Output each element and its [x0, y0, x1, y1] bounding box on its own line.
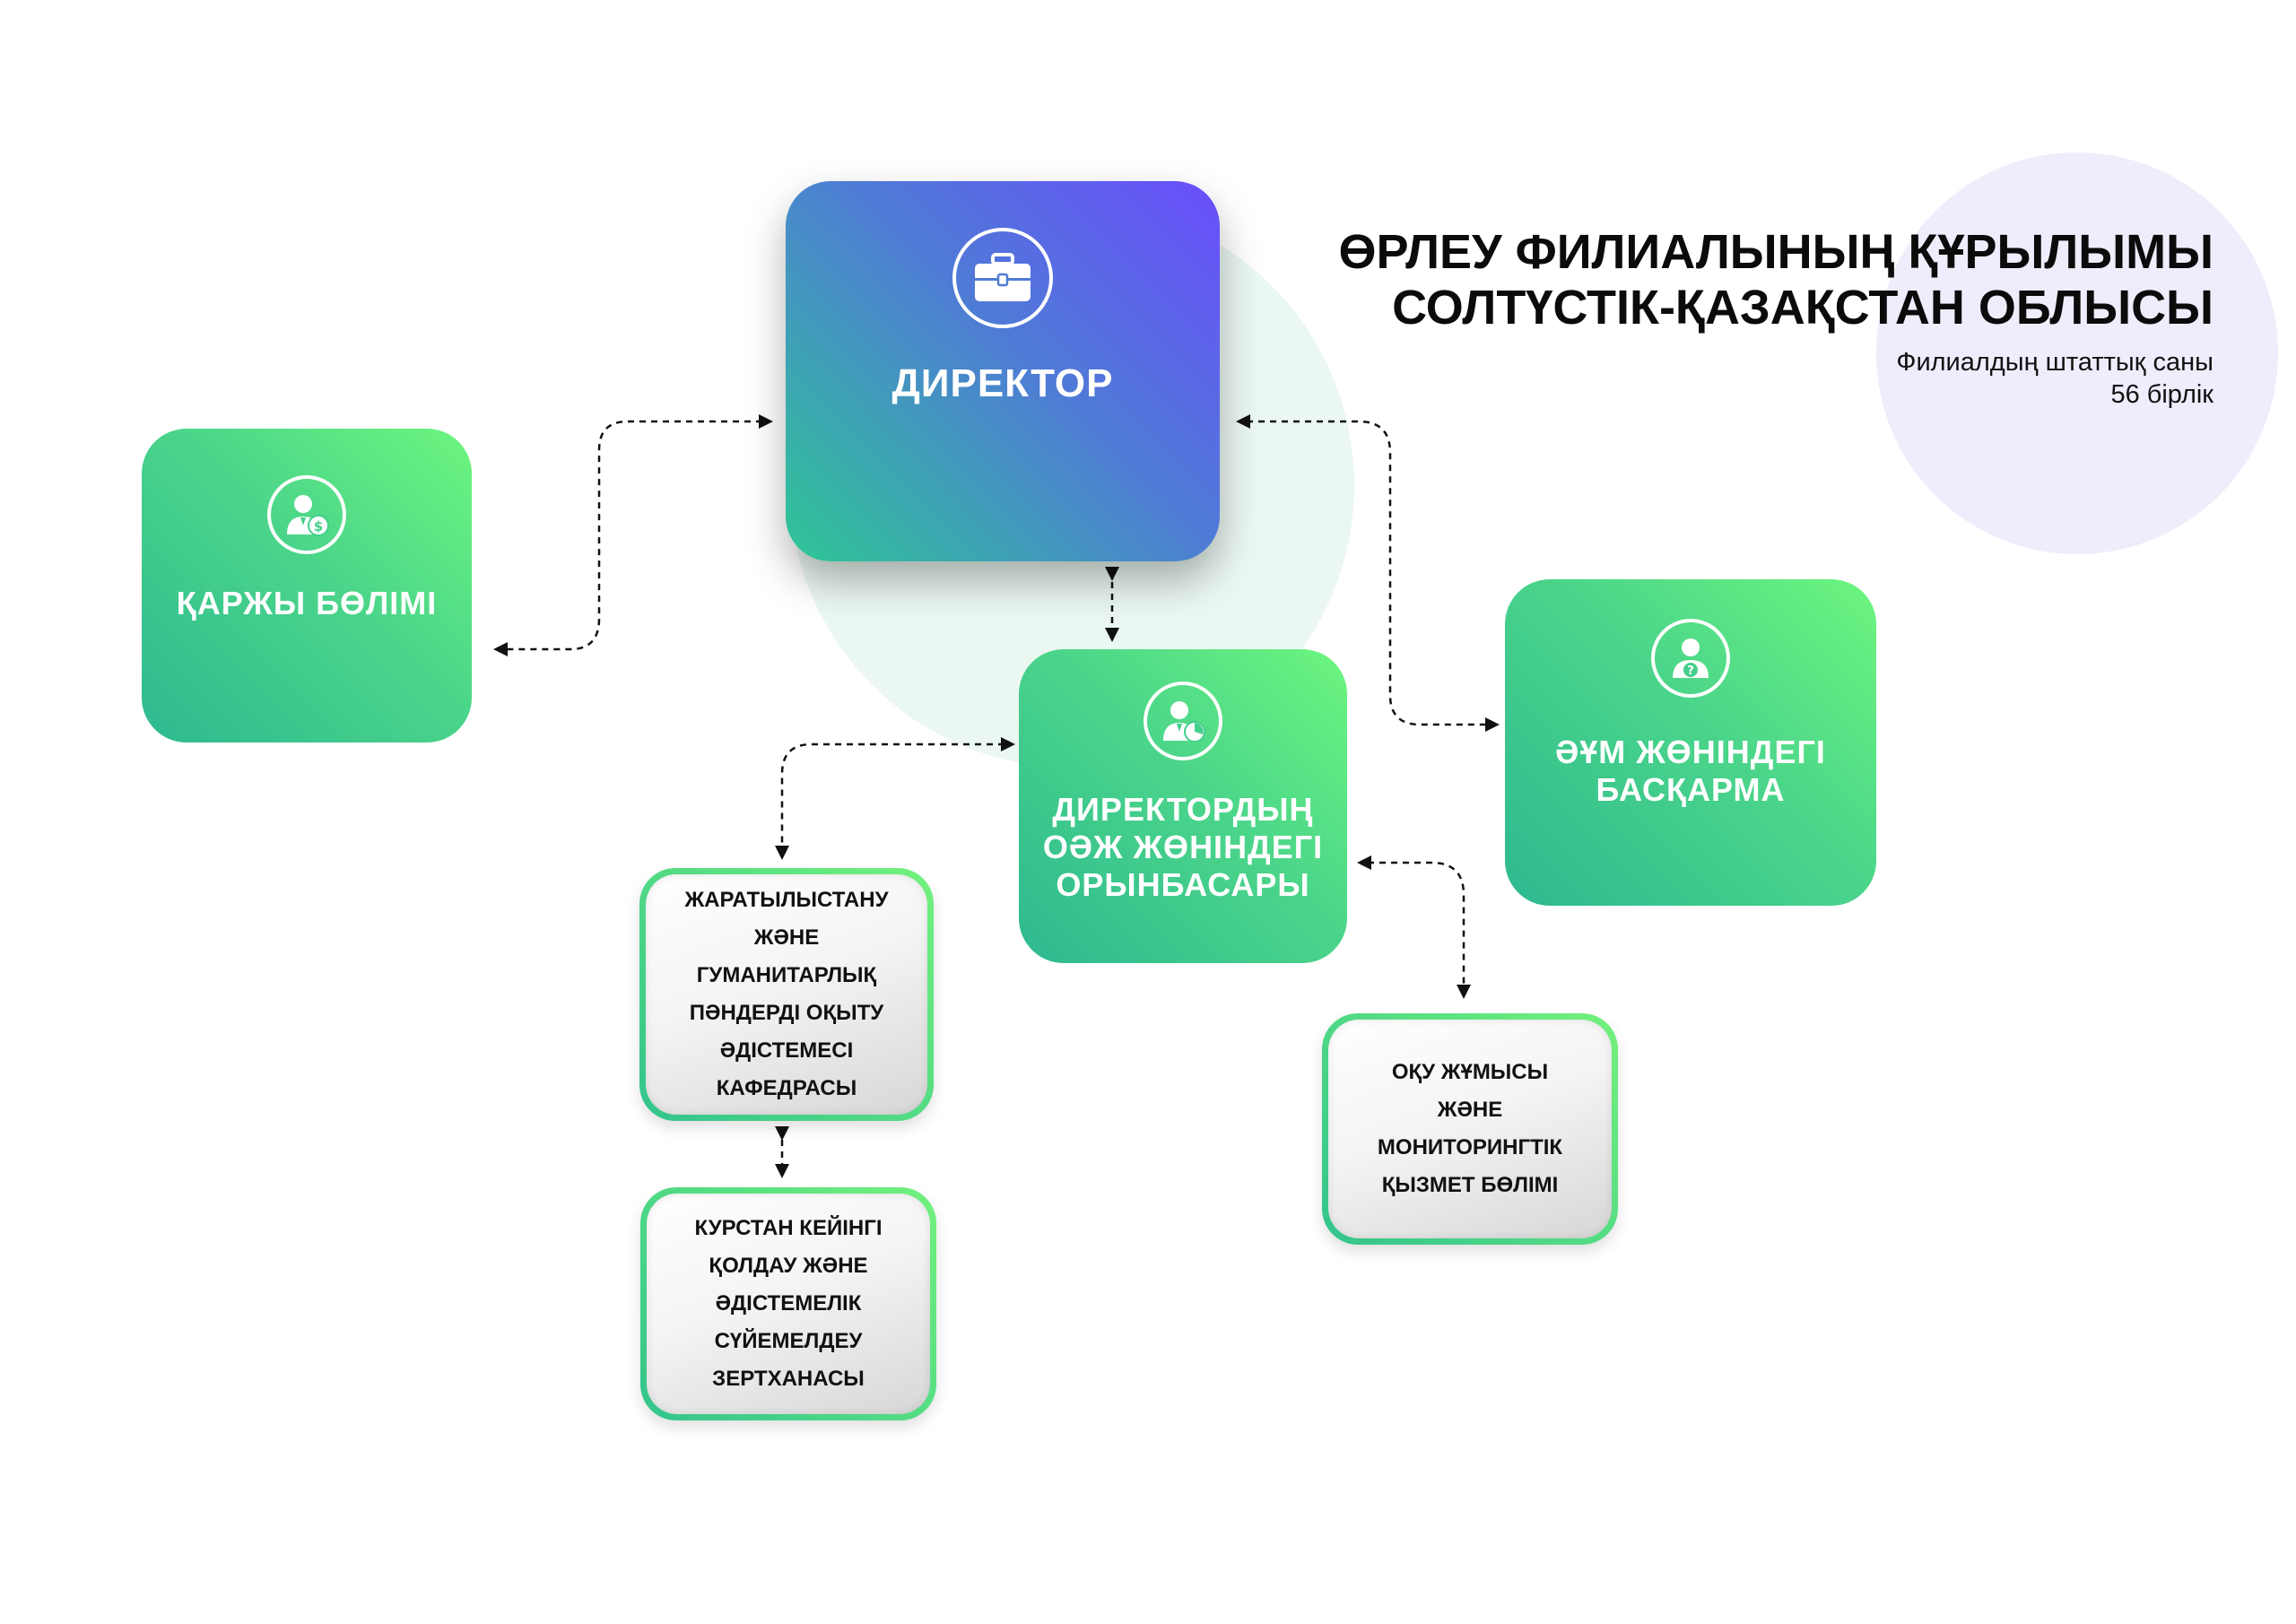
- arrowhead-deputy-top: [1105, 628, 1119, 642]
- deputy-node: ДИРЕКТОРДЫҢ ОӘЖ ЖӨНІНДЕГІ ОРЫНБАСАРЫ: [1019, 649, 1347, 963]
- connector-director-finance: [508, 420, 762, 651]
- diagram-subtitle: СОЛТҮСТІК-ҚАЗАҚСТАН ОБЛЫСЫ: [1392, 281, 2213, 334]
- monitoring-line3: МОНИТОРИНГТІК: [1377, 1135, 1563, 1159]
- analytics-person-icon: [1144, 682, 1222, 760]
- arrowhead-deputy-left: [1001, 737, 1015, 751]
- department-line2: ЖӘНЕ: [753, 925, 820, 950]
- lab-node: КУРСТАН КЕЙІНГІ ҚОЛДАУ ЖӘНЕ ӘДІСТЕМЕЛІК …: [640, 1187, 936, 1420]
- arrowhead-finance: [493, 642, 508, 656]
- arrowhead-deputy-right: [1357, 855, 1371, 870]
- director-label: ДИРЕКТОР: [891, 361, 1114, 405]
- arrowhead-department-bottom: [775, 1126, 789, 1141]
- monitoring-line1: ОҚУ ЖҰМЫСЫ: [1391, 1060, 1549, 1084]
- department-line6: КАФЕДРАСЫ: [716, 1076, 857, 1100]
- arrowhead-director-top: [1105, 567, 1119, 581]
- lab-line1: КУРСТАН КЕЙІНГІ: [694, 1216, 883, 1240]
- arrowhead-admin: [1485, 717, 1500, 732]
- staff-count: 56 бірлік: [2110, 380, 2213, 409]
- finance-label: ҚАРЖЫ БӨЛІМІ: [176, 585, 438, 621]
- department-node: ЖАРАТЫЛЫСТАНУ ЖӘНЕ ГУМАНИТАРЛЫҚ ПӘНДЕРДІ…: [639, 868, 934, 1121]
- deputy-label-line3: ОРЫНБАСАРЫ: [1056, 866, 1310, 903]
- monitoring-node: ОҚУ ЖҰМЫСЫ ЖӘНЕ МОНИТОРИНГТІК ҚЫЗМЕТ БӨЛ…: [1322, 1013, 1618, 1245]
- arrowhead-lab: [775, 1164, 789, 1178]
- staff-label: Филиалдың штаттық саны: [1896, 348, 2213, 377]
- director-node: ДИРЕКТОР: [786, 181, 1220, 561]
- briefcase-icon: [952, 228, 1053, 328]
- svg-text:?: ?: [1687, 664, 1694, 678]
- department-line1: ЖАРАТЫЛЫСТАНУ: [684, 888, 889, 912]
- monitoring-line2: ЖӘНЕ: [1437, 1098, 1503, 1122]
- monitoring-box: ОҚУ ЖҰМЫСЫ ЖӘНЕ МОНИТОРИНГТІК ҚЫЗМЕТ БӨЛ…: [1328, 1020, 1612, 1238]
- decor-circle-lavender: [1876, 152, 2278, 554]
- department-line5: ӘДІСТЕМЕСІ: [719, 1038, 854, 1063]
- monitoring-line4: ҚЫЗМЕТ БӨЛІМІ: [1381, 1173, 1559, 1197]
- deputy-label-line1: ДИРЕКТОРДЫҢ: [1052, 791, 1314, 828]
- department-line4: ПӘНДЕРДІ ОҚЫТУ: [689, 1001, 884, 1025]
- arrowhead-director-left: [759, 414, 773, 429]
- admin-label-line2: БАСҚАРМА: [1596, 771, 1786, 808]
- admin-node: ? ӘҰМ ЖӨНІНДЕГІ БАСҚАРМА: [1505, 579, 1876, 906]
- connector-director-admin: [1247, 420, 1489, 726]
- lab-line5: ЗЕРТХАНАСЫ: [712, 1367, 865, 1391]
- lab-box: КУРСТАН КЕЙІНГІ ҚОЛДАУ ЖӘНЕ ӘДІСТЕМЕЛІК …: [647, 1194, 930, 1414]
- deputy-label-line2: ОӘЖ ЖӨНІНДЕГІ: [1042, 829, 1324, 865]
- finance-node: $ ҚАРЖЫ БӨЛІМІ: [142, 429, 472, 743]
- svg-text:$: $: [314, 518, 323, 534]
- admin-label-line1: ӘҰМ ЖӨНІНДЕГІ: [1555, 734, 1826, 770]
- title-block: ӨРЛЕУ ФИЛИАЛЫНЫҢ ҚҰРЫЛЫМЫ СОЛТҮСТІК-ҚАЗА…: [1339, 224, 2213, 411]
- finance-person-icon: $: [267, 475, 346, 554]
- connector-deputy-monitoring: [1368, 861, 1465, 986]
- lab-line4: СҮЙЕМЕЛДЕУ: [714, 1329, 863, 1353]
- support-person-icon: ?: [1651, 619, 1730, 698]
- department-box: ЖАРАТЫЛЫСТАНУ ЖӘНЕ ГУМАНИТАРЛЫҚ ПӘНДЕРДІ…: [646, 874, 927, 1115]
- lab-line2: ҚОЛДАУ ЖӘНЕ: [709, 1254, 868, 1278]
- arrowhead-monitoring: [1457, 985, 1471, 999]
- arrowhead-director-right: [1236, 414, 1250, 429]
- diagram-title: ӨРЛЕУ ФИЛИАЛЫНЫҢ ҚҰРЫЛЫМЫ: [1338, 225, 2213, 279]
- arrowhead-department: [775, 846, 789, 860]
- department-line3: ГУМАНИТАРЛЫҚ: [696, 963, 877, 987]
- lab-line3: ӘДІСТЕМЕЛІК: [715, 1291, 862, 1316]
- connector-deputy-department: [780, 743, 1004, 847]
